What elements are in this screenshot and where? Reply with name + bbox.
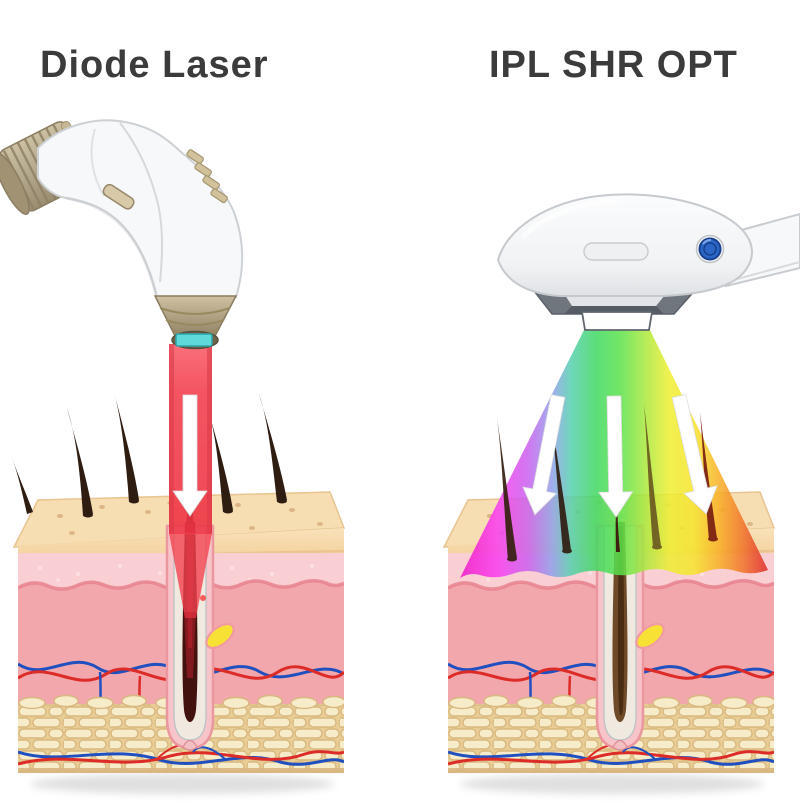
trigger-button [102, 183, 135, 210]
light-aperture [580, 311, 654, 331]
beam-spark [200, 595, 206, 601]
laser-aperture-window [175, 333, 213, 347]
diode-laser-title: Diode Laser [40, 44, 269, 86]
ipl-panel [444, 193, 800, 794]
ipl-handpiece [496, 193, 800, 331]
ipl-shr-opt-title: IPL SHR OPT [489, 44, 738, 86]
indicator-lights [186, 149, 228, 204]
diode-laser-handpiece [0, 119, 244, 350]
beam-in-skin [169, 533, 212, 618]
treatment-nozzle [153, 295, 238, 350]
handpiece-body [37, 119, 244, 298]
head-slot [583, 242, 649, 261]
diode-laser-panel [0, 119, 345, 794]
hairs-diode [12, 394, 287, 518]
body-seam [119, 122, 164, 283]
power-button [695, 234, 725, 264]
downward-arrows-ipl [517, 391, 724, 519]
